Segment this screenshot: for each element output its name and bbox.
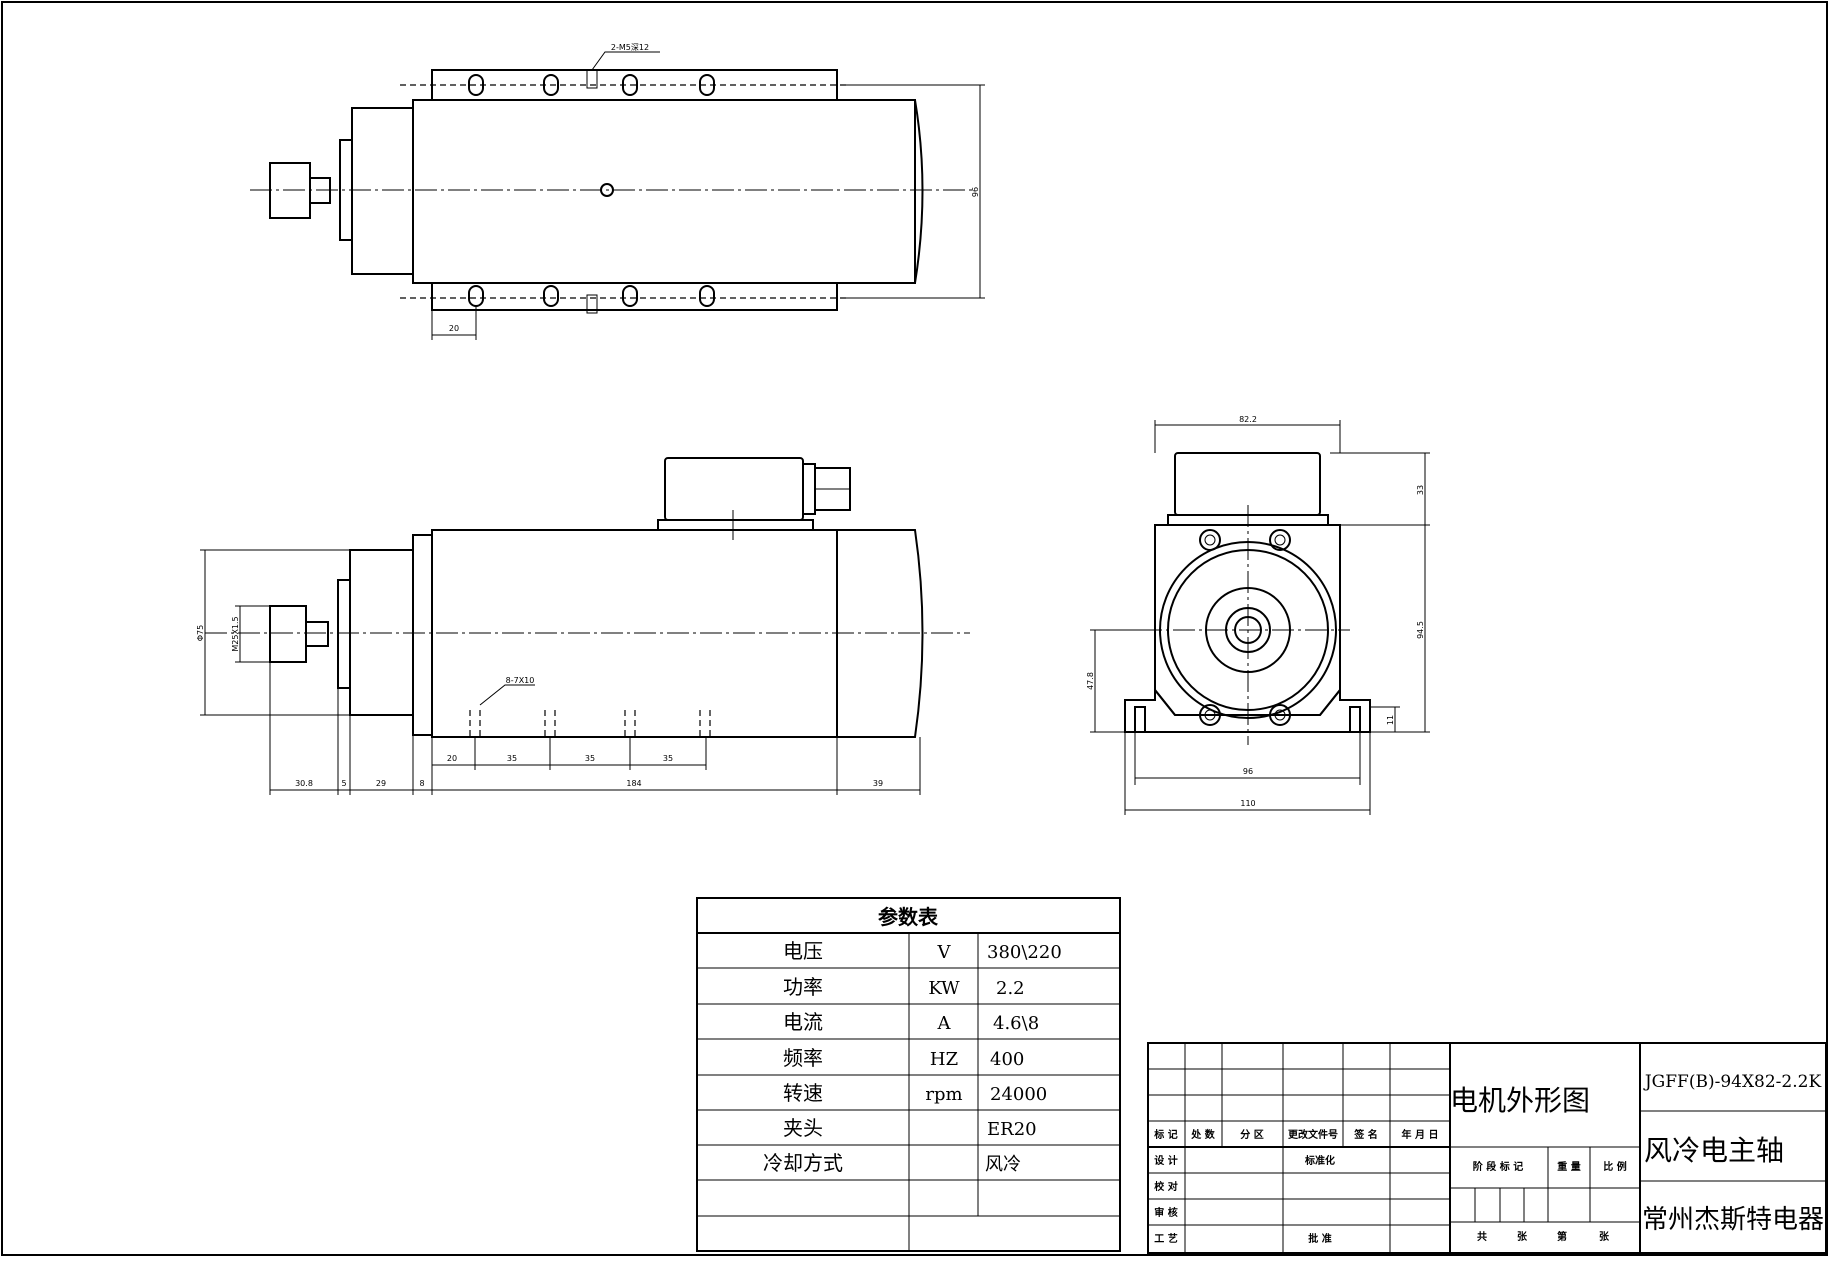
tb-model-code: JGFF(B)-94X82-2.2K	[1643, 1072, 1822, 1092]
param-name-4: 转速	[783, 1081, 823, 1105]
param-name-2: 电流	[783, 1010, 823, 1034]
side-base-slots	[469, 710, 711, 737]
param-row-4: 转速 rpm 24000	[783, 1081, 1047, 1105]
sheet-border	[1, 1, 1828, 1256]
param-table: 参数表 电压 V 380\220 功率 KW 2.2 电流 A 4.6\8	[696, 897, 1121, 1252]
dim-front-center: 47.8	[1086, 672, 1095, 690]
param-row-5: 夹头 ER20	[783, 1116, 1037, 1140]
param-value-3: 400	[990, 1049, 1024, 1070]
dim-front-foot: 11	[1386, 715, 1395, 725]
tb-company: 常州杰斯特电器	[1642, 1205, 1824, 1235]
param-table-title: 参数表	[878, 905, 939, 929]
param-row-3: 频率 HZ 400	[783, 1046, 1024, 1070]
param-row-2: 电流 A 4.6\8	[783, 1010, 1039, 1034]
side-view: 8-7X10 Φ75 M25X1.5 30.8 5 29 8 184 39	[196, 457, 970, 795]
tb-approve: 批 准	[1308, 1232, 1331, 1245]
dim-bottom-2: 29	[376, 779, 386, 788]
tb-header-4: 签 名	[1353, 1128, 1377, 1141]
side-slot-dims: 20 35 35 35	[432, 737, 707, 770]
tb-header-0: 标 记	[1153, 1128, 1177, 1141]
param-value-5: ER20	[987, 1119, 1037, 1140]
tb-sheet-0: 共	[1477, 1230, 1487, 1243]
tb-process: 工 艺	[1154, 1232, 1177, 1245]
param-row-0: 电压 V 380\220	[783, 939, 1062, 963]
param-value-2: 4.6\8	[993, 1013, 1039, 1034]
tb-header-3: 更改文件号	[1288, 1128, 1338, 1141]
dim-front-height: 94.5	[1416, 621, 1425, 639]
dim-front-total: 110	[1240, 799, 1255, 808]
tb-check: 校 对	[1154, 1180, 1177, 1193]
tb-review: 审 核	[1154, 1206, 1177, 1219]
param-name-0: 电压	[783, 939, 823, 963]
dim-front-box: 33	[1416, 485, 1425, 495]
tb-sheet-2: 第	[1557, 1230, 1567, 1243]
param-unit-3: HZ	[930, 1049, 958, 1070]
dim-side-diameter: Φ75	[196, 625, 205, 641]
dim-front-width: 82.2	[1239, 415, 1257, 424]
dim-top-offset: 20	[449, 324, 459, 333]
top-plate-slots	[468, 74, 715, 307]
dim-thread-note: 2-M5深12	[611, 43, 649, 52]
side-bottom-dims: 30.8 5 29 8 184 39	[269, 662, 921, 795]
param-name-1: 功率	[783, 975, 823, 999]
param-unit-4: rpm	[925, 1084, 962, 1105]
dim-bottom-5: 39	[873, 779, 883, 788]
tb-design: 设 计	[1154, 1154, 1177, 1167]
param-row-6: 冷却方式 风冷	[763, 1151, 1021, 1175]
front-view: 82.2 33 94.5 11 47.8 96 110	[1086, 415, 1430, 815]
tb-header-2: 分 区	[1240, 1128, 1263, 1141]
dim-bottom-1: 5	[341, 779, 346, 788]
dim-top-height: 96	[971, 187, 980, 197]
param-name-5: 夹头	[783, 1116, 823, 1140]
param-value-0: 380\220	[987, 942, 1062, 963]
dim-front-base: 96	[1243, 767, 1253, 776]
param-value-4: 24000	[990, 1084, 1047, 1105]
dim-bottom-3: 8	[419, 779, 424, 788]
dim-slot-2: 35	[585, 754, 595, 763]
param-unit-1: KW	[928, 978, 960, 999]
param-name-3: 频率	[783, 1046, 823, 1070]
param-row-1: 功率 KW 2.2	[783, 975, 1025, 999]
param-value-6: 风冷	[985, 1154, 1021, 1175]
tb-header-1: 处 数	[1190, 1128, 1215, 1141]
dim-slot-3: 35	[663, 754, 673, 763]
dim-slot-note: 8-7X10	[506, 676, 535, 685]
tb-product-name: 风冷电主轴	[1644, 1134, 1784, 1167]
tb-header-5: 年 月 日	[1402, 1128, 1439, 1141]
tb-drawing-name: 电机外形图	[1450, 1084, 1590, 1117]
tb-standard: 标准化	[1304, 1154, 1335, 1167]
tb-sheet-3: 张	[1599, 1230, 1610, 1243]
tb-sheet-1: 张	[1517, 1230, 1528, 1243]
param-unit-2: A	[937, 1013, 952, 1034]
param-unit-0: V	[937, 942, 952, 963]
dim-bottom-0: 30.8	[295, 779, 313, 788]
top-view: 2-M5深12 96 20	[250, 43, 985, 340]
tb-weight: 重 量	[1557, 1160, 1580, 1173]
dim-side-thread: M25X1.5	[231, 616, 240, 651]
dim-bottom-4: 184	[626, 779, 641, 788]
title-block: 标 记 处 数 分 区 更改文件号 签 名 年 月 日 设 计 标准化 校 对 …	[1147, 1042, 1827, 1254]
tb-stage-mark: 阶 段 标 记	[1473, 1160, 1523, 1173]
dim-slot-0: 20	[447, 754, 457, 763]
param-name-6: 冷却方式	[763, 1151, 843, 1175]
front-corner-bolts	[1199, 529, 1291, 726]
param-value-1: 2.2	[996, 978, 1025, 999]
tb-scale: 比 例	[1603, 1160, 1626, 1173]
dim-slot-1: 35	[507, 754, 517, 763]
